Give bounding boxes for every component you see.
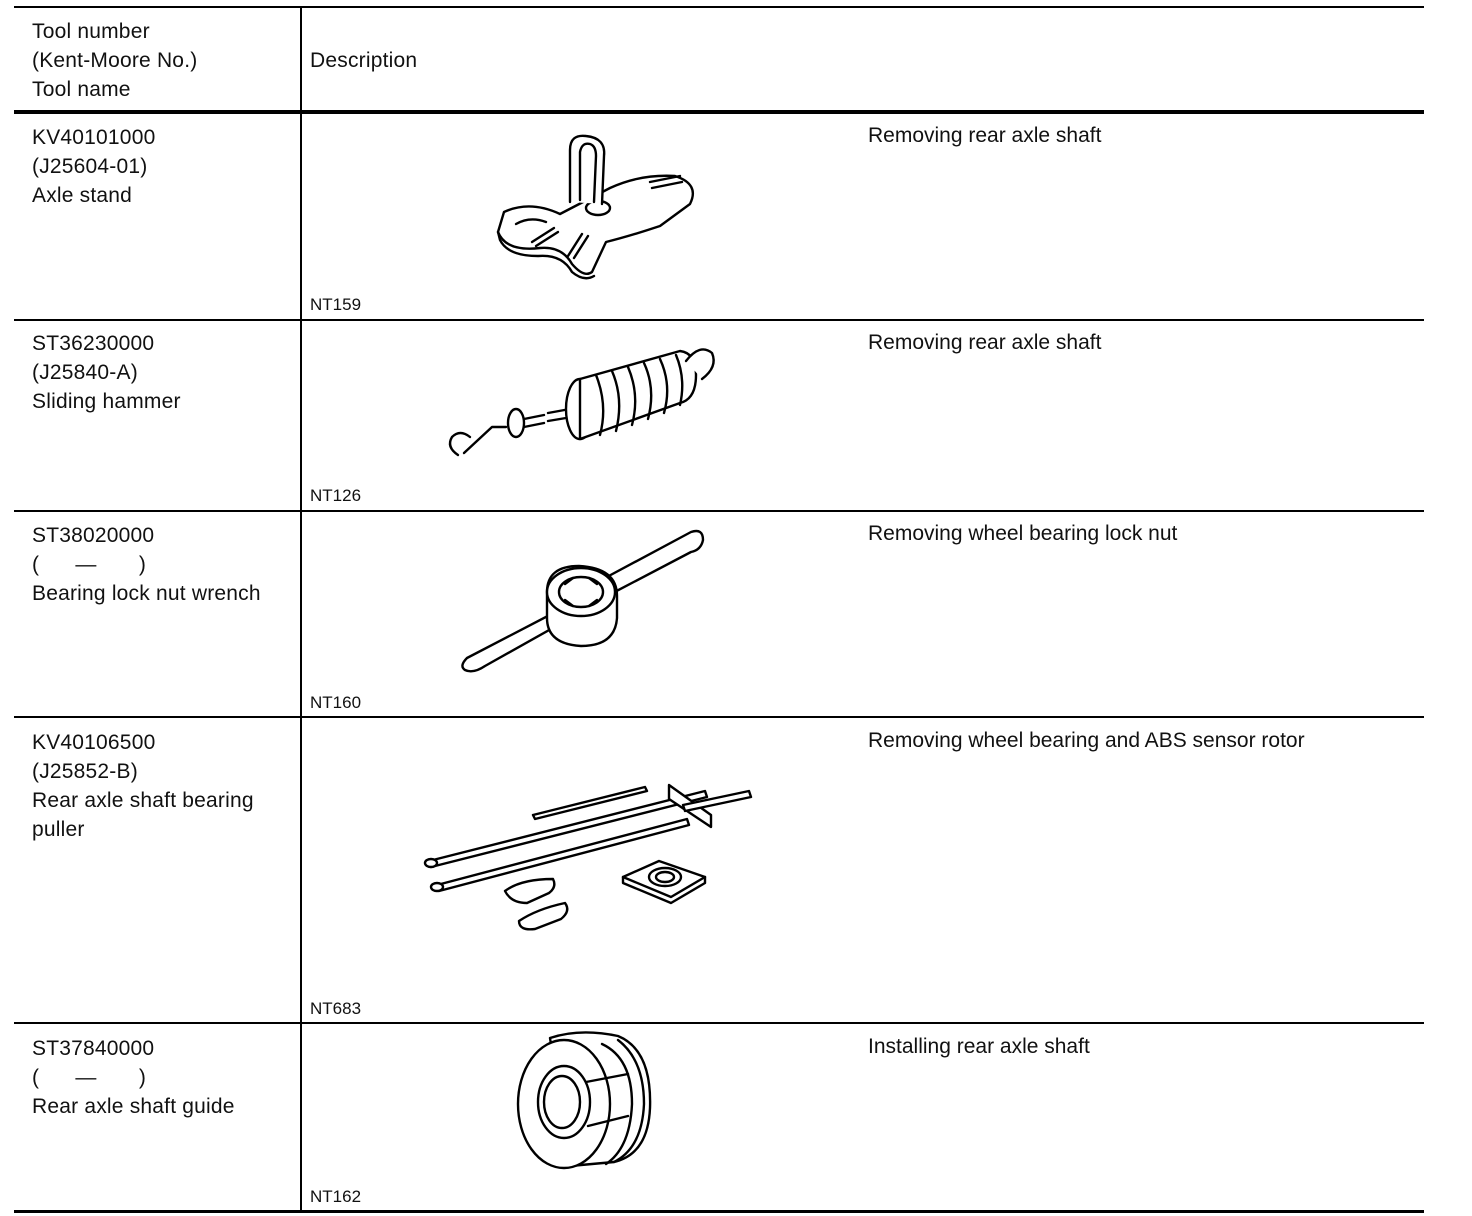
tool-number: ST36230000 bbox=[32, 332, 155, 355]
tool-description: Removing rear axle shaft bbox=[868, 331, 1102, 354]
tool-description: Removing wheel bearing lock nut bbox=[868, 522, 1178, 545]
tool-name: Bearing lock nut wrench bbox=[32, 582, 261, 605]
axle-stand-icon bbox=[496, 134, 695, 280]
tool-number: KV40106500 bbox=[32, 731, 156, 754]
shaft-guide-icon bbox=[516, 1031, 652, 1170]
kent-moore-number: (J25840-A) bbox=[32, 361, 138, 384]
row-divider bbox=[14, 1022, 1424, 1024]
tool-name-continued: puller bbox=[32, 818, 85, 841]
tool-number: KV40101000 bbox=[32, 126, 156, 149]
row-divider bbox=[14, 319, 1424, 321]
sliding-hammer-icon bbox=[448, 348, 715, 457]
tool-name: Sliding hammer bbox=[32, 390, 181, 413]
tool-number: ST37840000 bbox=[32, 1037, 155, 1060]
figure-code: NT683 bbox=[310, 999, 362, 1018]
figure-code: NT160 bbox=[310, 693, 362, 712]
figure-code: NT162 bbox=[310, 1187, 362, 1206]
figure-code: NT159 bbox=[310, 295, 362, 314]
tool-description: Installing rear axle shaft bbox=[868, 1035, 1090, 1058]
row-divider bbox=[14, 716, 1424, 718]
tool-name: Rear axle shaft guide bbox=[32, 1095, 235, 1118]
tool-description: Removing rear axle shaft bbox=[868, 124, 1102, 147]
row-divider bbox=[14, 510, 1424, 512]
kent-moore-number: (J25852-B) bbox=[32, 760, 138, 783]
kent-moore-number: ( — ) bbox=[32, 553, 147, 576]
figure-code: NT126 bbox=[310, 486, 362, 505]
table-bottom-rule bbox=[14, 1210, 1424, 1213]
bearing-puller-icon bbox=[423, 783, 753, 931]
kent-moore-number: ( — ) bbox=[32, 1066, 147, 1089]
tool-name: Rear axle shaft bearing bbox=[32, 789, 254, 812]
header-bottom-rule bbox=[14, 110, 1424, 114]
tool-name: Axle stand bbox=[32, 184, 133, 207]
column-divider bbox=[300, 6, 302, 1212]
header-tool-name: Tool name bbox=[32, 78, 131, 101]
tool-description: Removing wheel bearing and ABS sensor ro… bbox=[868, 729, 1305, 752]
header-description: Description bbox=[310, 49, 418, 72]
tool-number: ST38020000 bbox=[32, 524, 155, 547]
lock-nut-wrench-icon bbox=[461, 529, 705, 673]
kent-moore-number: (J25604-01) bbox=[32, 155, 148, 178]
header-tool-number: Tool number bbox=[32, 20, 150, 43]
table-top-rule bbox=[14, 6, 1424, 8]
header-kent-moore: (Kent-Moore No.) bbox=[32, 49, 198, 72]
